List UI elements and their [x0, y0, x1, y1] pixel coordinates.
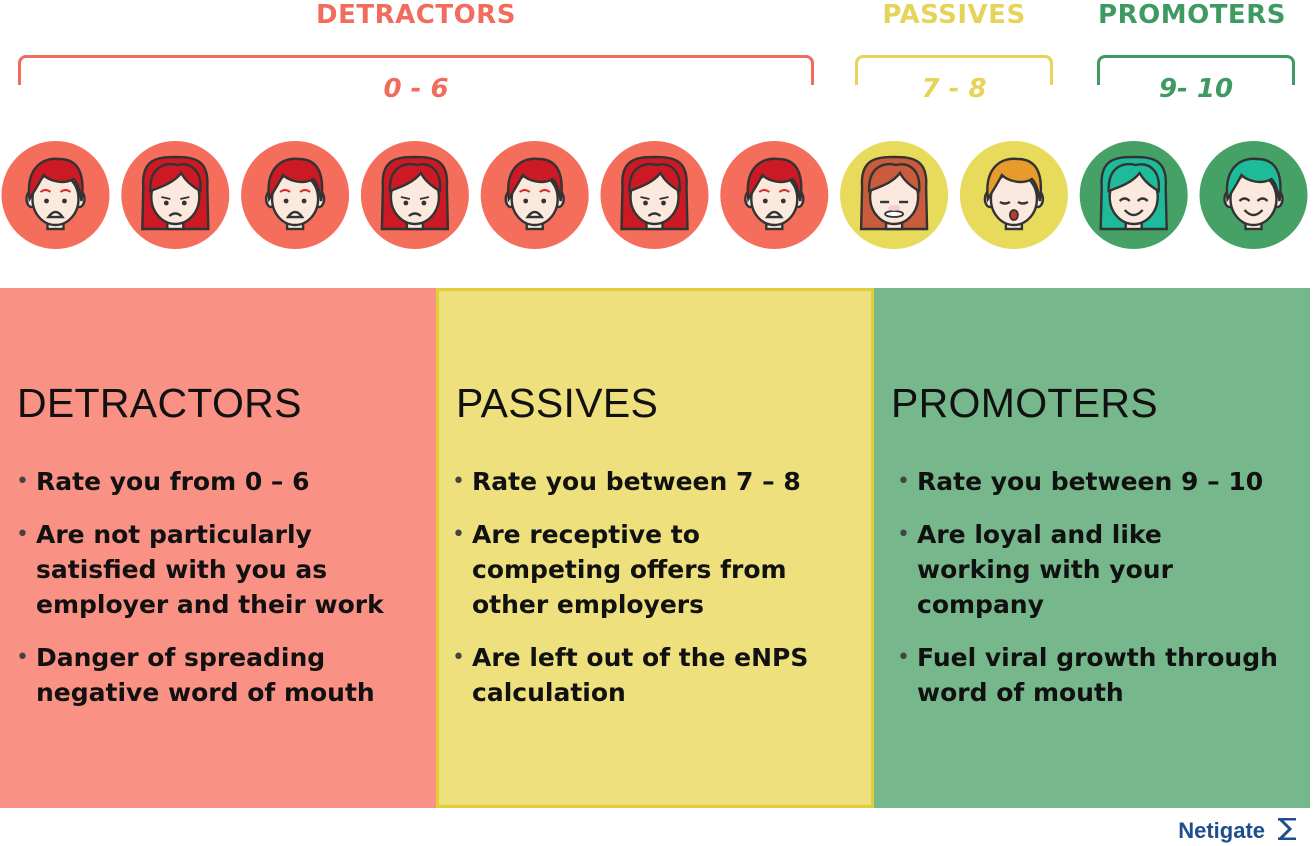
faces-row — [1, 141, 1308, 249]
avatar-face-icon — [720, 141, 829, 249]
avatar-face-icon — [480, 141, 589, 249]
avatar-face-icon — [959, 141, 1068, 249]
group-label-promoters: PROMOTERS — [1098, 0, 1286, 30]
bracket-detractors — [18, 55, 814, 85]
panel-detractors: DETRACTORS •Rate you from 0 – 6 •Are not… — [0, 288, 436, 808]
bracket-promoters — [1097, 55, 1295, 85]
group-label-detractors: DETRACTORS — [316, 0, 516, 30]
avatar-face-icon — [1, 141, 110, 249]
bullet-item: •Rate you between 9 – 10 — [897, 467, 1264, 496]
bullet-item: •Rate you between 7 – 8 — [452, 467, 801, 496]
bracket-passives — [855, 55, 1053, 85]
netigate-logo: Netigate — [1178, 818, 1265, 843]
panel-title-promoters: PROMOTERS — [891, 380, 1158, 426]
avatar-face-icon — [600, 141, 709, 249]
bullet-list-detractors: •Rate you from 0 – 6 •Are not particular… — [0, 464, 384, 728]
avatar-face-icon — [1199, 141, 1308, 249]
range-detractors: 0 - 6 — [383, 74, 449, 104]
avatar-face-icon — [360, 141, 469, 249]
bullet-list-promoters: •Rate you between 9 – 10 •Are loyal and … — [881, 464, 1278, 728]
avatar-face-icon — [1079, 141, 1188, 249]
range-passives: 7 - 8 — [921, 74, 987, 104]
group-label-passives: PASSIVES — [882, 0, 1026, 30]
avatar-face-icon — [121, 141, 230, 249]
netigate-logo-icon — [1278, 818, 1296, 840]
avatar-face-icon — [241, 141, 350, 249]
range-promoters: 9- 10 — [1158, 74, 1234, 104]
panel-promoters: PROMOTERS •Rate you between 9 – 10 •Are … — [874, 288, 1310, 808]
bullet-item: •Rate you from 0 – 6 — [16, 467, 310, 496]
panel-title-detractors: DETRACTORS — [17, 380, 302, 426]
bullet-list-passives: •Rate you between 7 – 8 •Are receptive t… — [436, 464, 808, 728]
panel-title-passives: PASSIVES — [456, 380, 659, 426]
panel-passives: PASSIVES •Rate you between 7 – 8 •Are re… — [436, 288, 874, 808]
avatar-face-icon — [840, 141, 949, 249]
